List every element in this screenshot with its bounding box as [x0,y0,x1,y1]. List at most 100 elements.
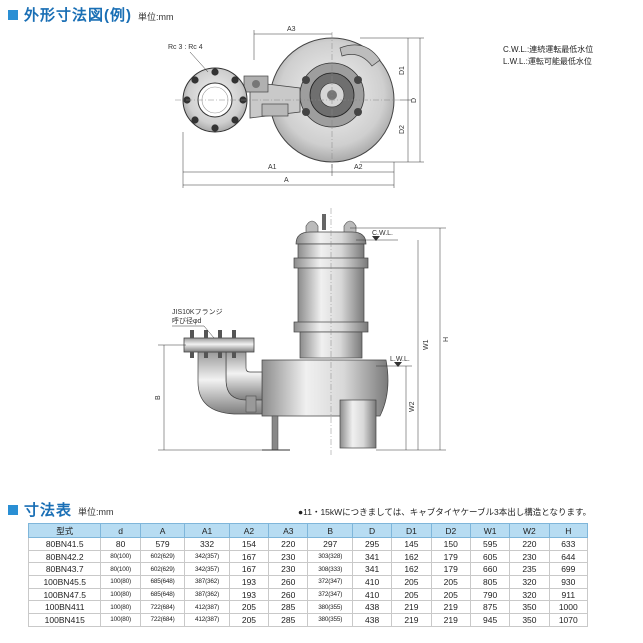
table-cell: 230 [509,549,550,564]
section-heading-drawing: 外形寸法図(例) 単位:mm [8,4,174,25]
section-heading-table: 寸法表 単位:mm [8,499,114,520]
table-cell: 438 [351,600,393,615]
table-cell: 372(347) [307,575,353,589]
table-cell: 205 [228,600,270,615]
side-view: C.W.L. L.W.L. JIS10Kフランジ 呼び径φd B W1 W2 H [155,208,450,455]
heading-marker-icon [8,504,18,515]
header-w2: W2 [509,523,550,538]
table-cell: 605 [469,549,511,564]
table-cell: 219 [430,613,471,627]
label-w1: W1 [423,339,430,350]
table-cell: 410 [351,575,393,589]
table-cell: 387(362) [184,587,230,602]
table-cell: 380(355) [307,600,353,615]
table-cell: 341 [351,549,393,564]
table-cell: 602(629) [139,549,186,564]
header-a2: A2 [228,523,270,538]
table-cell: 219 [391,600,432,615]
cell-model: 100BN411 [27,600,102,615]
cell-model: 80BN41.5 [27,537,102,551]
header-d2: D2 [430,523,471,538]
table-cell: 205 [430,575,471,589]
label-rc: Rc 3 : Rc 4 [168,44,203,51]
table-cell: 350 [509,600,550,615]
table-cell: 167 [228,562,270,577]
cell-model: 100BN415 [27,613,102,627]
header-w1: W1 [469,523,511,538]
table-cell: 100(80) [100,600,141,615]
table-cell: 380(355) [307,613,353,627]
table-cell: 342(357) [184,549,230,564]
table-cell: 260 [268,587,309,602]
table-cell: 387(362) [184,575,230,589]
drawing-unit: 単位:mm [138,12,174,22]
table-cell: 230 [268,562,309,577]
label-jis-bore: 呼び径φd [172,316,202,325]
table-cell: 220 [268,537,309,551]
label-a1: A1 [268,164,277,171]
table-cell: 945 [469,613,511,627]
table-cell: 875 [469,600,511,615]
table-cell: 412(387) [184,600,230,615]
table-cell: 722(684) [139,613,186,627]
label-w2: W2 [409,401,416,412]
table-cell: 685(648) [139,587,186,602]
table-cell: 320 [509,587,550,602]
table-unit: 単位:mm [78,507,114,517]
table-footnote: ●11・15kWにつきましては、キャブタイヤケーブル3本出し構造となります。 [298,507,592,517]
table-cell: 722(684) [139,600,186,615]
heading-marker-icon [8,9,18,20]
label-side-cwl: C.W.L. [372,230,393,237]
table-cell: 341 [351,562,393,577]
table-cell: 805 [469,575,511,589]
label-a3: A3 [287,26,296,33]
label-a: A [284,177,289,184]
table-cell: 295 [351,537,393,551]
table-cell: 595 [469,537,511,551]
note-lwl: L.W.L.:運転可能最低水位 [503,56,592,66]
table-cell: 410 [351,587,393,602]
label-d2: D2 [399,125,406,134]
cell-model: 80BN42.2 [27,549,102,564]
table-cell: 80(100) [100,549,141,564]
label-d: D [411,98,418,103]
label-a2: A2 [354,164,363,171]
header-d1: D1 [391,523,432,538]
table-cell: 100(80) [100,575,141,589]
table-cell: 1000 [548,600,589,615]
table-cell: 219 [391,613,432,627]
table-cell: 350 [509,613,550,627]
label-b: B [155,395,162,400]
table-cell: 162 [391,562,432,577]
label-jis-flange: JIS10Kフランジ [172,308,223,316]
table-cell: 285 [268,600,309,615]
table-cell: 162 [391,549,432,564]
table-cell: 699 [548,562,589,577]
table-cell: 1070 [548,613,589,627]
table-cell: 342(357) [184,562,230,577]
table-cell: 179 [430,562,471,577]
table-cell: 205 [430,587,471,602]
header-a: A [139,523,186,538]
drawing-title: 外形寸法図(例) [24,7,132,24]
table-header-row: 型式 d A A1 A2 A3 B D D1 D2 W1 W2 H [27,523,589,538]
header-a3: A3 [268,523,309,538]
table-cell: 260 [268,575,309,589]
note-cwl: C.W.L.:連続運転最低水位 [503,44,593,54]
table-cell: 154 [228,537,270,551]
dimension-drawing: A3 Rc 3 : Rc 4 A1 A2 A D1 D2 D C.W.L.:連続… [155,26,593,455]
cell-model: 80BN43.7 [27,562,102,577]
table-cell: 660 [469,562,511,577]
table-cell: 372(347) [307,587,353,602]
table-cell: 303(328) [307,549,353,564]
table-cell: 150 [430,537,471,551]
table-cell: 205 [391,575,432,589]
table-cell: 633 [548,537,589,551]
table-cell: 790 [469,587,511,602]
header-a1: A1 [184,523,230,538]
cell-model: 100BN45.5 [27,575,102,589]
